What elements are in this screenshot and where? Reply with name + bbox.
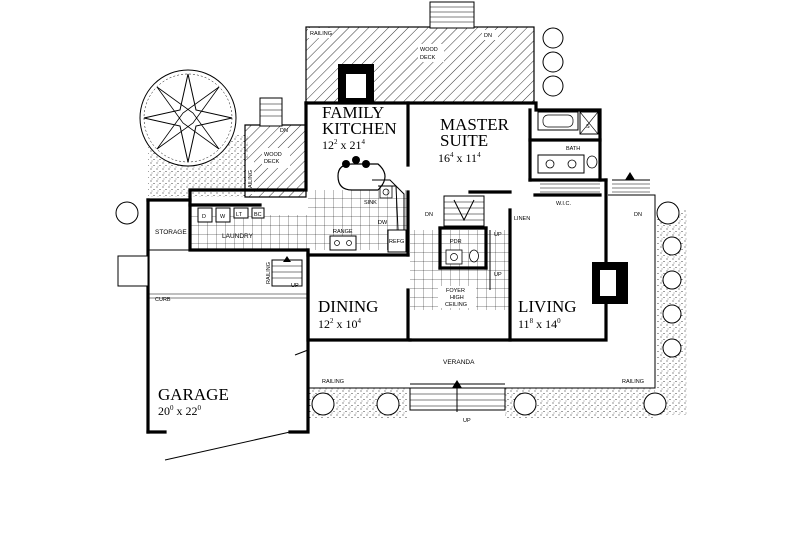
garage-stair (271, 256, 303, 287)
family-kitchen-title-2: KITCHEN (322, 119, 397, 138)
laundry-appliances (197, 207, 265, 223)
veranda-label: VERANDA (443, 359, 475, 366)
side-deck-label-2: DECK (264, 159, 280, 165)
refrigerator-label: REFG (389, 239, 404, 245)
wood-deck-label-1: WOOD (420, 47, 438, 53)
side-deck-railing-label: RAILING (248, 170, 254, 192)
garage-stair-up-label: UP (291, 283, 299, 289)
sink-label: SINK (364, 200, 377, 206)
foyer-label-bg (438, 286, 476, 308)
high-ceiling-label-2: CEILING (445, 302, 467, 308)
shrub-row-top (542, 27, 564, 97)
wood-deck-label-2: DECK (420, 55, 436, 61)
master-bath (537, 111, 600, 193)
room-family-kitchen: FAMILY KITCHEN 122 x 214 (322, 103, 397, 152)
side-deck-dn-label: DN (280, 128, 288, 134)
dryer-label: D (202, 214, 206, 220)
living-title: LIVING (518, 297, 577, 316)
master-suite-title-2: SUITE (440, 131, 488, 150)
laundry-tub-label: LT (236, 212, 243, 218)
veranda-dn-label: DN (634, 212, 642, 218)
fireplace-living-icon (592, 262, 628, 304)
shower-label: S (586, 124, 590, 130)
high-ceiling-label-1: HIGH (450, 295, 464, 301)
family-kitchen-title-1: FAMILY (322, 103, 384, 122)
family-kitchen-dims: 122 x 214 (322, 138, 366, 152)
wic-label: W.I.C. (556, 201, 571, 207)
room-master-suite: MASTER SUITE 164 x 114 (438, 115, 510, 165)
veranda-up-label: UP (463, 418, 471, 424)
stair-up-label-2: UP (494, 272, 502, 278)
tree-icon (139, 69, 237, 167)
garage-dims: 200 x 220 (158, 404, 202, 418)
range-label: RANGE (333, 229, 353, 235)
master-suite-title-1: MASTER (440, 115, 510, 134)
master-suite-dims: 164 x 114 (438, 151, 481, 165)
garage-railing-label: RAILING (266, 262, 272, 284)
kitchen-island (329, 156, 407, 253)
side-deck-label-1: WOOD (264, 152, 282, 158)
veranda-railing-left-label: RAILING (322, 379, 344, 385)
bath-label: BATH (566, 146, 580, 152)
dining-dims: 122 x 104 (318, 317, 362, 331)
interior-stair (443, 195, 491, 290)
room-dining: DINING 122 x 104 (318, 297, 378, 331)
veranda-railing-right-label: RAILING (622, 379, 644, 385)
foyer-label: FOYER (446, 288, 465, 294)
laundry-label: LAUNDRY (222, 233, 254, 240)
dishwasher-label: DW (378, 220, 388, 226)
garage-title: GARAGE (158, 385, 229, 404)
fireplace-kitchen-icon (338, 64, 374, 104)
curb-label: CURB (155, 297, 171, 303)
living-dims: 118 x 140 (518, 317, 561, 331)
broom-closet-label: BC (254, 212, 262, 218)
powder-room-fixtures (445, 249, 479, 265)
dining-title: DINING (318, 297, 378, 316)
washer-label: W (220, 214, 226, 220)
veranda (307, 172, 656, 412)
deck-stairs-dn-label: DN (484, 33, 492, 39)
powder-room-label: PDR (450, 239, 462, 245)
room-garage: GARAGE 200 x 220 (158, 385, 229, 418)
linen-label: LINEN (514, 216, 530, 222)
side-wood-deck (244, 97, 307, 198)
deck-railing-label: RAILING (310, 31, 332, 37)
room-living: LIVING 118 x 140 (518, 297, 577, 331)
stair-dn-label: DN (425, 212, 433, 218)
garage-walls (117, 198, 310, 461)
storage-label: STORAGE (155, 229, 187, 236)
stair-up-label-1: UP (494, 232, 502, 238)
shrubs (115, 201, 682, 416)
